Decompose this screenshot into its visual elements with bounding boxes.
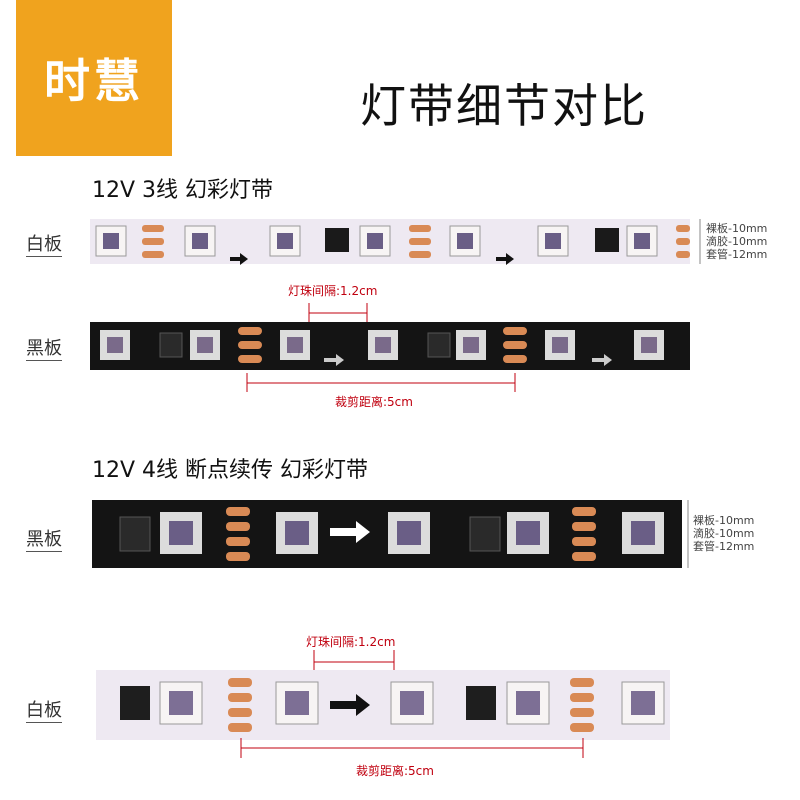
spec-line: 套管-12mm (706, 248, 768, 261)
led-chip (621, 681, 665, 725)
ic-chip (427, 332, 451, 358)
led-chip (159, 681, 203, 725)
section2-pitch-dimension: 灯珠间隔:1.2cm (306, 635, 395, 675)
led-chip (537, 225, 569, 257)
led-chip (269, 225, 301, 257)
led-chip (388, 512, 430, 554)
led-chip (622, 512, 664, 554)
pad-group (228, 678, 252, 732)
arrow-icon (592, 354, 612, 366)
led-chip (626, 225, 658, 257)
cut-label: 裁剪距离:5cm (356, 763, 434, 778)
ic-chip (595, 228, 619, 252)
section1-heading: 12V 3线 幻彩灯带 (92, 178, 274, 203)
pad-group (572, 507, 596, 561)
led-chip (634, 330, 664, 360)
led-chip (280, 330, 310, 360)
ic-chip (119, 516, 151, 552)
section1-pitch-dimension: 灯珠间隔:1.2cm (288, 284, 377, 323)
spec-line: 套管-12mm (693, 540, 755, 553)
led-chip (456, 330, 486, 360)
pad-group (226, 507, 250, 561)
led-chip (545, 330, 575, 360)
section2-white-strip (96, 670, 670, 740)
arrow-icon (230, 253, 248, 265)
pitch-label: 灯珠间隔:1.2cm (288, 284, 377, 298)
section1-black-label: 黑板 (26, 338, 62, 361)
arrow-icon (324, 354, 344, 366)
led-chip (95, 225, 127, 257)
ic-chip (159, 332, 183, 358)
pad-group (676, 225, 690, 258)
section2-white-label: 白板 (26, 700, 62, 723)
ic-chip (325, 228, 349, 252)
section1-cut-dimension: 裁剪距离:5cm (246, 373, 516, 409)
spec-line: 滴胶-10mm (706, 235, 768, 248)
section1-white-strip (90, 219, 701, 265)
section2-black-strip (92, 500, 689, 568)
section1-spec: 裸板-10mm 滴胶-10mm 套管-12mm (706, 222, 767, 261)
pad-group (570, 678, 594, 732)
led-chip (160, 512, 202, 554)
pad-group (238, 327, 262, 363)
led-chip (276, 512, 318, 554)
brand-logo: 时慧 (16, 0, 172, 156)
led-chip (506, 681, 550, 725)
spec-line: 裸板-10mm (693, 514, 755, 527)
arrow-icon (330, 694, 370, 716)
led-chip (190, 330, 220, 360)
section2-heading: 12V 4线 断点续传 幻彩灯带 (92, 458, 369, 483)
led-chip (507, 512, 549, 554)
pitch-label: 灯珠间隔:1.2cm (306, 635, 395, 649)
led-chip (359, 225, 391, 257)
led-chip (449, 225, 481, 257)
pad-group (409, 225, 431, 258)
ic-chip (466, 686, 496, 720)
led-chip (275, 681, 319, 725)
spec-line: 裸板-10mm (706, 222, 768, 235)
pad-group (142, 225, 164, 258)
brand-name: 时慧 (44, 54, 144, 108)
led-chip (390, 681, 434, 725)
led-chip (100, 330, 130, 360)
section1-white-label: 白板 (26, 234, 62, 257)
arrow-icon (330, 521, 370, 543)
cut-label: 裁剪距离:5cm (335, 394, 413, 409)
arrow-icon (496, 253, 514, 265)
pad-group (503, 327, 527, 363)
spec-line: 滴胶-10mm (693, 527, 755, 540)
led-chip (184, 225, 216, 257)
led-chip (368, 330, 398, 360)
ic-chip (469, 516, 501, 552)
section2-spec: 裸板-10mm 滴胶-10mm 套管-12mm (693, 514, 754, 553)
section2-black-label: 黑板 (26, 529, 62, 552)
section1-black-strip (90, 322, 690, 370)
page-title: 灯带细节对比 (360, 79, 648, 133)
section2-cut-dimension: 裁剪距离:5cm (240, 738, 584, 778)
ic-chip (120, 686, 150, 720)
